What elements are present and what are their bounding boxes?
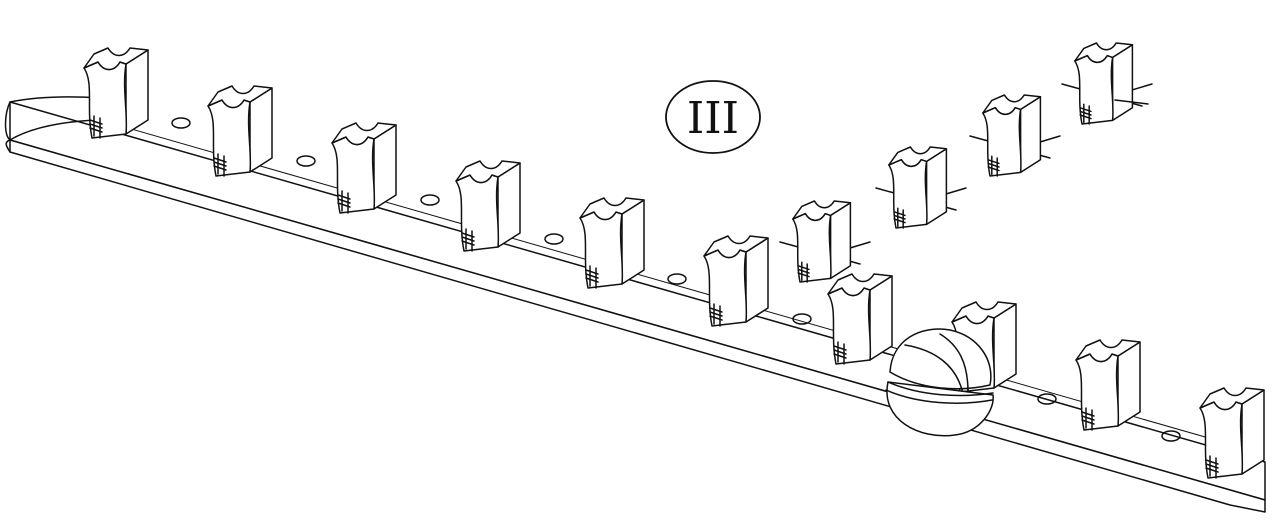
hole-3	[420, 194, 440, 206]
mounting-holes	[171, 117, 1181, 442]
hole-6	[792, 313, 812, 325]
support-block-6	[703, 235, 769, 327]
branch-block-3	[982, 94, 1042, 177]
hole-7	[1037, 393, 1057, 405]
support-block-3	[331, 122, 397, 214]
support-block-4	[455, 160, 521, 252]
hole-2	[296, 155, 316, 167]
figure-label-text: III	[687, 93, 739, 144]
branch-block-1	[792, 200, 852, 283]
branch-block-2	[888, 146, 948, 229]
branch-block-4	[1074, 42, 1134, 125]
main-rail	[4, 96, 1266, 513]
figure-label: III	[665, 80, 761, 154]
support-block-10	[1199, 387, 1265, 479]
support-block-5	[579, 197, 645, 289]
branch-end-line	[1114, 99, 1149, 105]
support-block-9	[1075, 339, 1141, 431]
hole-5	[667, 273, 687, 285]
hole-4	[544, 233, 564, 245]
spherical-coupling	[885, 328, 994, 437]
support-block-7	[827, 273, 893, 365]
support-blocks	[83, 47, 1265, 479]
support-block-2	[207, 85, 273, 177]
support-block-1	[83, 47, 149, 139]
hole-8	[1161, 430, 1181, 442]
hole-1	[171, 117, 191, 129]
branch-rail	[779, 42, 1153, 283]
